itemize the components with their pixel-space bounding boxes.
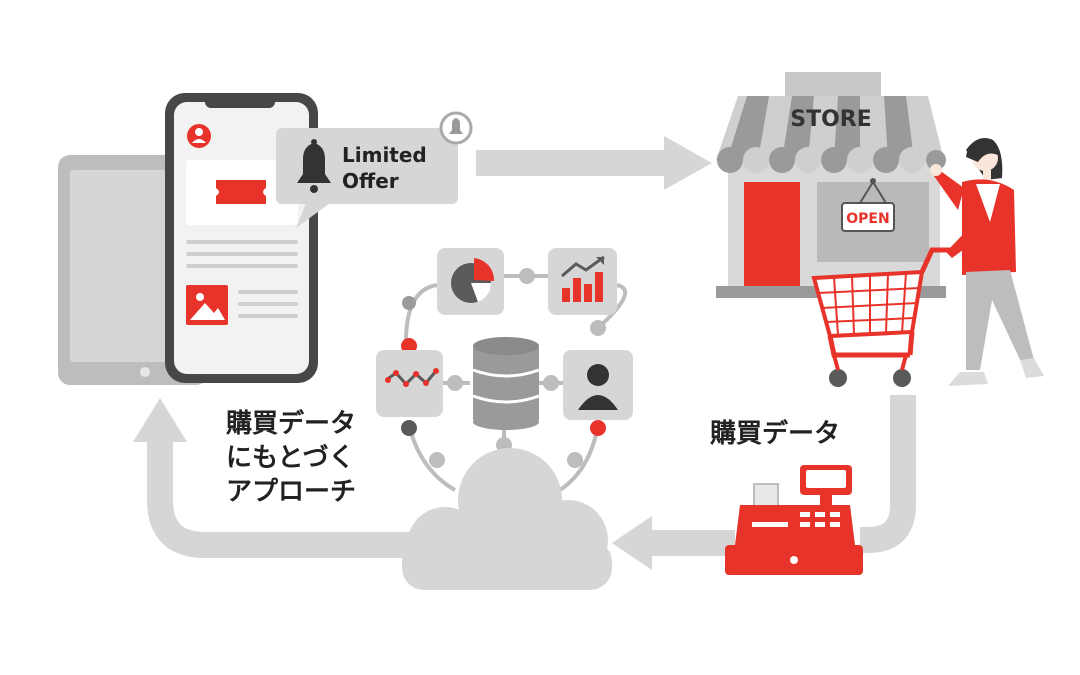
ticket-icon — [216, 180, 266, 204]
line-chart-icon — [376, 350, 443, 417]
small-bell-badge-icon — [439, 111, 473, 145]
open-sign: OPEN — [841, 202, 895, 232]
store-door — [744, 182, 800, 290]
person-icon — [563, 350, 633, 420]
register-keys — [752, 512, 840, 527]
shopping-cart-icon — [811, 247, 950, 387]
approach-label: 購買データ にもとづく アプローチ — [226, 408, 356, 507]
image-icon — [186, 285, 228, 325]
open-sign-text: OPEN — [846, 211, 889, 227]
shopper-person — [930, 137, 1044, 386]
bar-chart-icon — [548, 248, 617, 315]
notification-line2: Offer — [342, 169, 399, 193]
user-icon — [187, 124, 211, 148]
limited-offer-notification: Limited Offer — [276, 111, 473, 228]
text-lines — [186, 240, 298, 318]
approach-label-line2: にもとづく — [226, 443, 354, 473]
arrow-register-to-cloud — [612, 395, 916, 570]
notification-line1: Limited — [342, 143, 427, 167]
database-icon — [472, 337, 540, 430]
bell-icon — [297, 139, 331, 193]
arrow-cloud-to-phone — [133, 398, 420, 558]
store-building: STORE OPEN — [716, 72, 946, 298]
cloud-icon — [402, 448, 612, 590]
tablet-home-button — [140, 367, 150, 377]
flow-arrows — [133, 136, 916, 570]
cash-register-icon — [725, 465, 863, 575]
approach-label-line3: アプローチ — [226, 477, 356, 507]
pie-chart-icon — [437, 248, 504, 315]
data-network — [376, 248, 633, 492]
network-nodes — [401, 268, 606, 468]
store-sign — [785, 72, 881, 100]
arrow-to-store — [476, 136, 712, 190]
purchase-data-label: 購買データ — [710, 418, 840, 449]
store-sign-text: STORE — [790, 107, 872, 132]
store-awning-stripes — [727, 96, 914, 160]
store-awning-scallops — [717, 147, 946, 173]
approach-label-line1: 購買データ — [226, 408, 356, 439]
